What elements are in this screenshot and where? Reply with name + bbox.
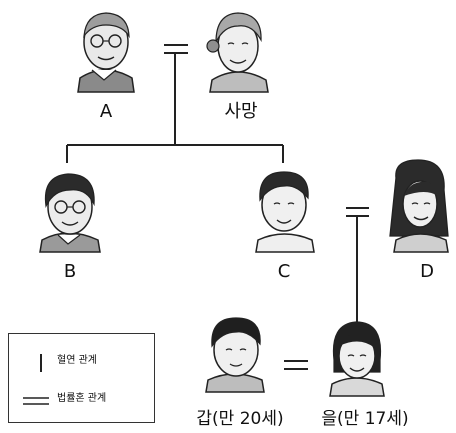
legend-row-legal: 법률혼 관계 — [9, 390, 154, 412]
person-d-label: D — [420, 261, 434, 282]
person-gap-portrait — [205, 317, 265, 393]
person-c-label: C — [277, 261, 291, 282]
person-d-portrait — [389, 159, 449, 253]
legend-legal-label: 법률혼 관계 — [57, 393, 107, 404]
blood-relation-line-icon — [40, 354, 42, 372]
person-a-portrait — [77, 12, 135, 93]
person-gap-label: 갑(만 20세) — [196, 409, 284, 429]
person-b-portrait — [39, 173, 101, 253]
person-a-label: A — [99, 101, 113, 122]
person-deceased-label: 사망 — [224, 101, 258, 122]
person-deceased-portrait — [206, 12, 269, 93]
legal-marriage-line-icon — [23, 397, 49, 405]
person-c-portrait — [255, 171, 315, 253]
legend-box: 혈연 관계 법률혼 관계 — [8, 333, 155, 423]
legend-blood-label: 혈연 관계 — [57, 355, 97, 366]
person-eul-label: 을(만 17세) — [321, 409, 409, 429]
person-eul-portrait — [329, 321, 385, 397]
relationship-lines — [66, 44, 369, 370]
legend-row-blood: 혈연 관계 — [9, 352, 154, 374]
person-b-label: B — [63, 261, 77, 282]
